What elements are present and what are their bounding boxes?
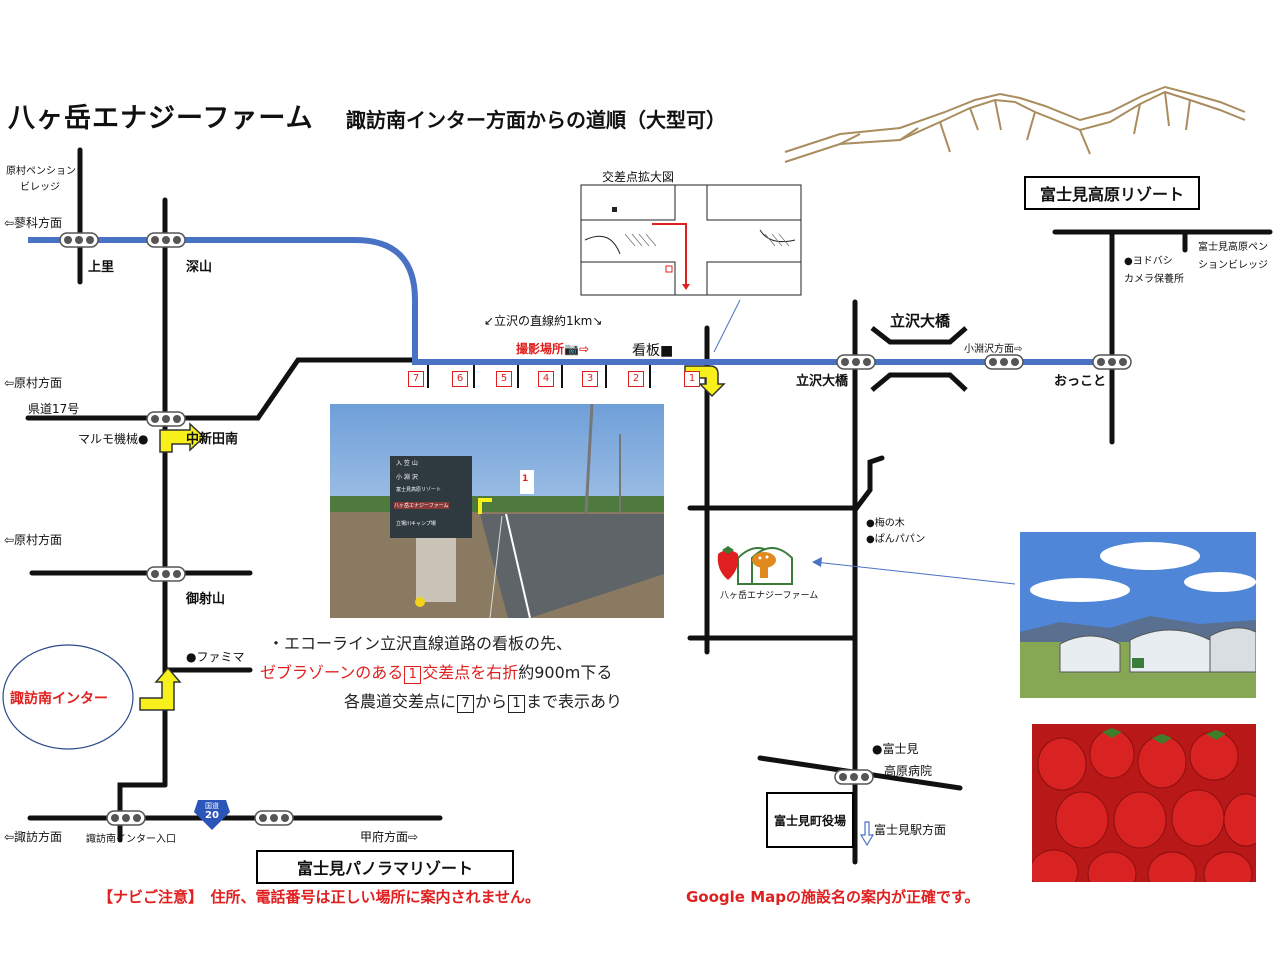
intersection-number: 1 bbox=[684, 371, 700, 387]
photo-sign-line-5: 立場川キャンプ場 bbox=[396, 521, 436, 527]
intersection-number: 3 bbox=[582, 371, 598, 387]
label-tatsuzawa-ohashi-big: 立沢大橋 bbox=[890, 312, 951, 330]
directions-turn-right: 交差点を右折 bbox=[422, 663, 519, 682]
label-nakashindaminami: 中新田南 bbox=[186, 432, 239, 447]
route-20-shield-number: 20 bbox=[205, 810, 219, 821]
directions-shown: まで表示あり bbox=[526, 692, 623, 711]
intersection-number: 7 bbox=[408, 371, 424, 387]
photo-sign-line-4: 八ヶ岳エナジーファーム bbox=[394, 502, 449, 509]
label-fujimi-kogen-resort: 富士見高原リゾート bbox=[1024, 176, 1200, 210]
intersection-1-badge: 1 bbox=[508, 695, 526, 713]
label-suwaminami-ic: 諏訪南インター bbox=[10, 691, 108, 707]
notice-google-map: Google Mapの施設名の案内が正確です。 bbox=[686, 888, 980, 906]
mountain-sketch bbox=[784, 85, 1246, 163]
label-town-office: 富士見町役場 bbox=[766, 792, 854, 848]
label-fukayama: 深山 bbox=[186, 260, 213, 275]
label-haramura-pension: 原村ペンション bbox=[6, 166, 76, 177]
label-haramura-2: ⇦原村方面 bbox=[4, 533, 63, 547]
label-fujimi-pension: 富士見高原ペン bbox=[1198, 242, 1268, 253]
label-kamisato: 上里 bbox=[88, 260, 115, 275]
intersection-number: 5 bbox=[496, 371, 512, 387]
label-tateshina: ⇦蓼科方面 bbox=[4, 216, 63, 230]
route-20-shield bbox=[194, 800, 230, 830]
label-photo-spot: 撮影場所📷⇨ bbox=[516, 342, 589, 356]
label-tatsuzawa-ohashi: 立沢大橋 bbox=[796, 374, 849, 389]
directions-zebra: ゼブラゾーンのある bbox=[260, 663, 404, 682]
label-umenoki: ●梅の木 bbox=[866, 518, 905, 529]
label-route17: 県道17号 bbox=[28, 402, 80, 416]
label-haramura-1: ⇦原村方面 bbox=[4, 376, 63, 390]
label-famima: ●ファミマ bbox=[186, 650, 245, 664]
inset-intersection-diagram bbox=[580, 184, 802, 296]
label-fujimi-pension-2: ションビレッジ bbox=[1198, 260, 1268, 271]
intersection-7-badge: 7 bbox=[457, 695, 475, 713]
route-20-shield-top: 国道 bbox=[205, 802, 219, 810]
photo-marker: 1 bbox=[522, 474, 529, 484]
directions-from: から bbox=[475, 692, 508, 711]
strawberry-photo bbox=[1032, 724, 1256, 882]
farm-icon bbox=[717, 546, 793, 585]
directions-line-1: ・エコーライン立沢直線道路の看板の先、 bbox=[268, 634, 573, 653]
photo-sign-line-1: 入 笠 山 bbox=[396, 460, 418, 467]
intersection-number: 6 bbox=[452, 371, 468, 387]
directions-distance: 約900m下る bbox=[518, 663, 613, 682]
label-panpapan: ●ぱんパパン bbox=[866, 534, 926, 545]
intersection-1-badge: 1 bbox=[404, 666, 422, 684]
label-station: 富士見駅方面 bbox=[874, 823, 947, 837]
label-kobuchizawa: 小淵沢方面⇨ bbox=[964, 344, 1023, 355]
intersection-number: 2 bbox=[628, 371, 644, 387]
road-sign-photo bbox=[330, 404, 664, 618]
label-kanban: 看板■ bbox=[632, 343, 674, 359]
label-panorama-resort: 富士見パノラマリゾート bbox=[256, 850, 514, 884]
notice-navigation: 【ナビご注意】 住所、電話番号は正しい場所に案内されません。 bbox=[98, 888, 541, 906]
inset-title: 交差点拡大図 bbox=[602, 170, 675, 184]
page-subtitle: 諏訪南インター方面からの道順（大型可） bbox=[346, 108, 726, 132]
label-yodobashi-2: カメラ保養所 bbox=[1124, 274, 1184, 285]
label-yodobashi: ●ヨドバシ bbox=[1124, 256, 1173, 267]
label-suwa-dir: ⇦諏訪方面 bbox=[4, 830, 63, 844]
label-marumo: マルモ機械● bbox=[78, 432, 149, 446]
photo-sign-line-3: 富士見高原リゾート bbox=[396, 487, 442, 493]
greenhouse-photo bbox=[1020, 532, 1256, 698]
label-village: ビレッジ bbox=[20, 182, 60, 193]
page-title: 八ヶ岳エナジーファーム bbox=[8, 103, 314, 134]
label-farm: 八ヶ岳エナジーファーム bbox=[720, 591, 819, 601]
label-okkoto: おっこと bbox=[1054, 374, 1107, 389]
label-straight-line: ↙立沢の直線約1km↘ bbox=[484, 314, 603, 328]
label-hospital-1: ●富士見 bbox=[872, 742, 919, 756]
directions-each-crossing: 各農道交差点に bbox=[344, 692, 457, 711]
intersection-number: 4 bbox=[538, 371, 554, 387]
label-hospital-2: 高原病院 bbox=[884, 764, 933, 778]
photo-sign-line-2: 小 淵 沢 bbox=[396, 474, 418, 481]
label-kofu-dir: 甲府方面⇨ bbox=[360, 830, 419, 844]
label-ic-entrance: 諏訪南インター入口 bbox=[86, 834, 176, 845]
label-misayama: 御射山 bbox=[186, 592, 226, 607]
